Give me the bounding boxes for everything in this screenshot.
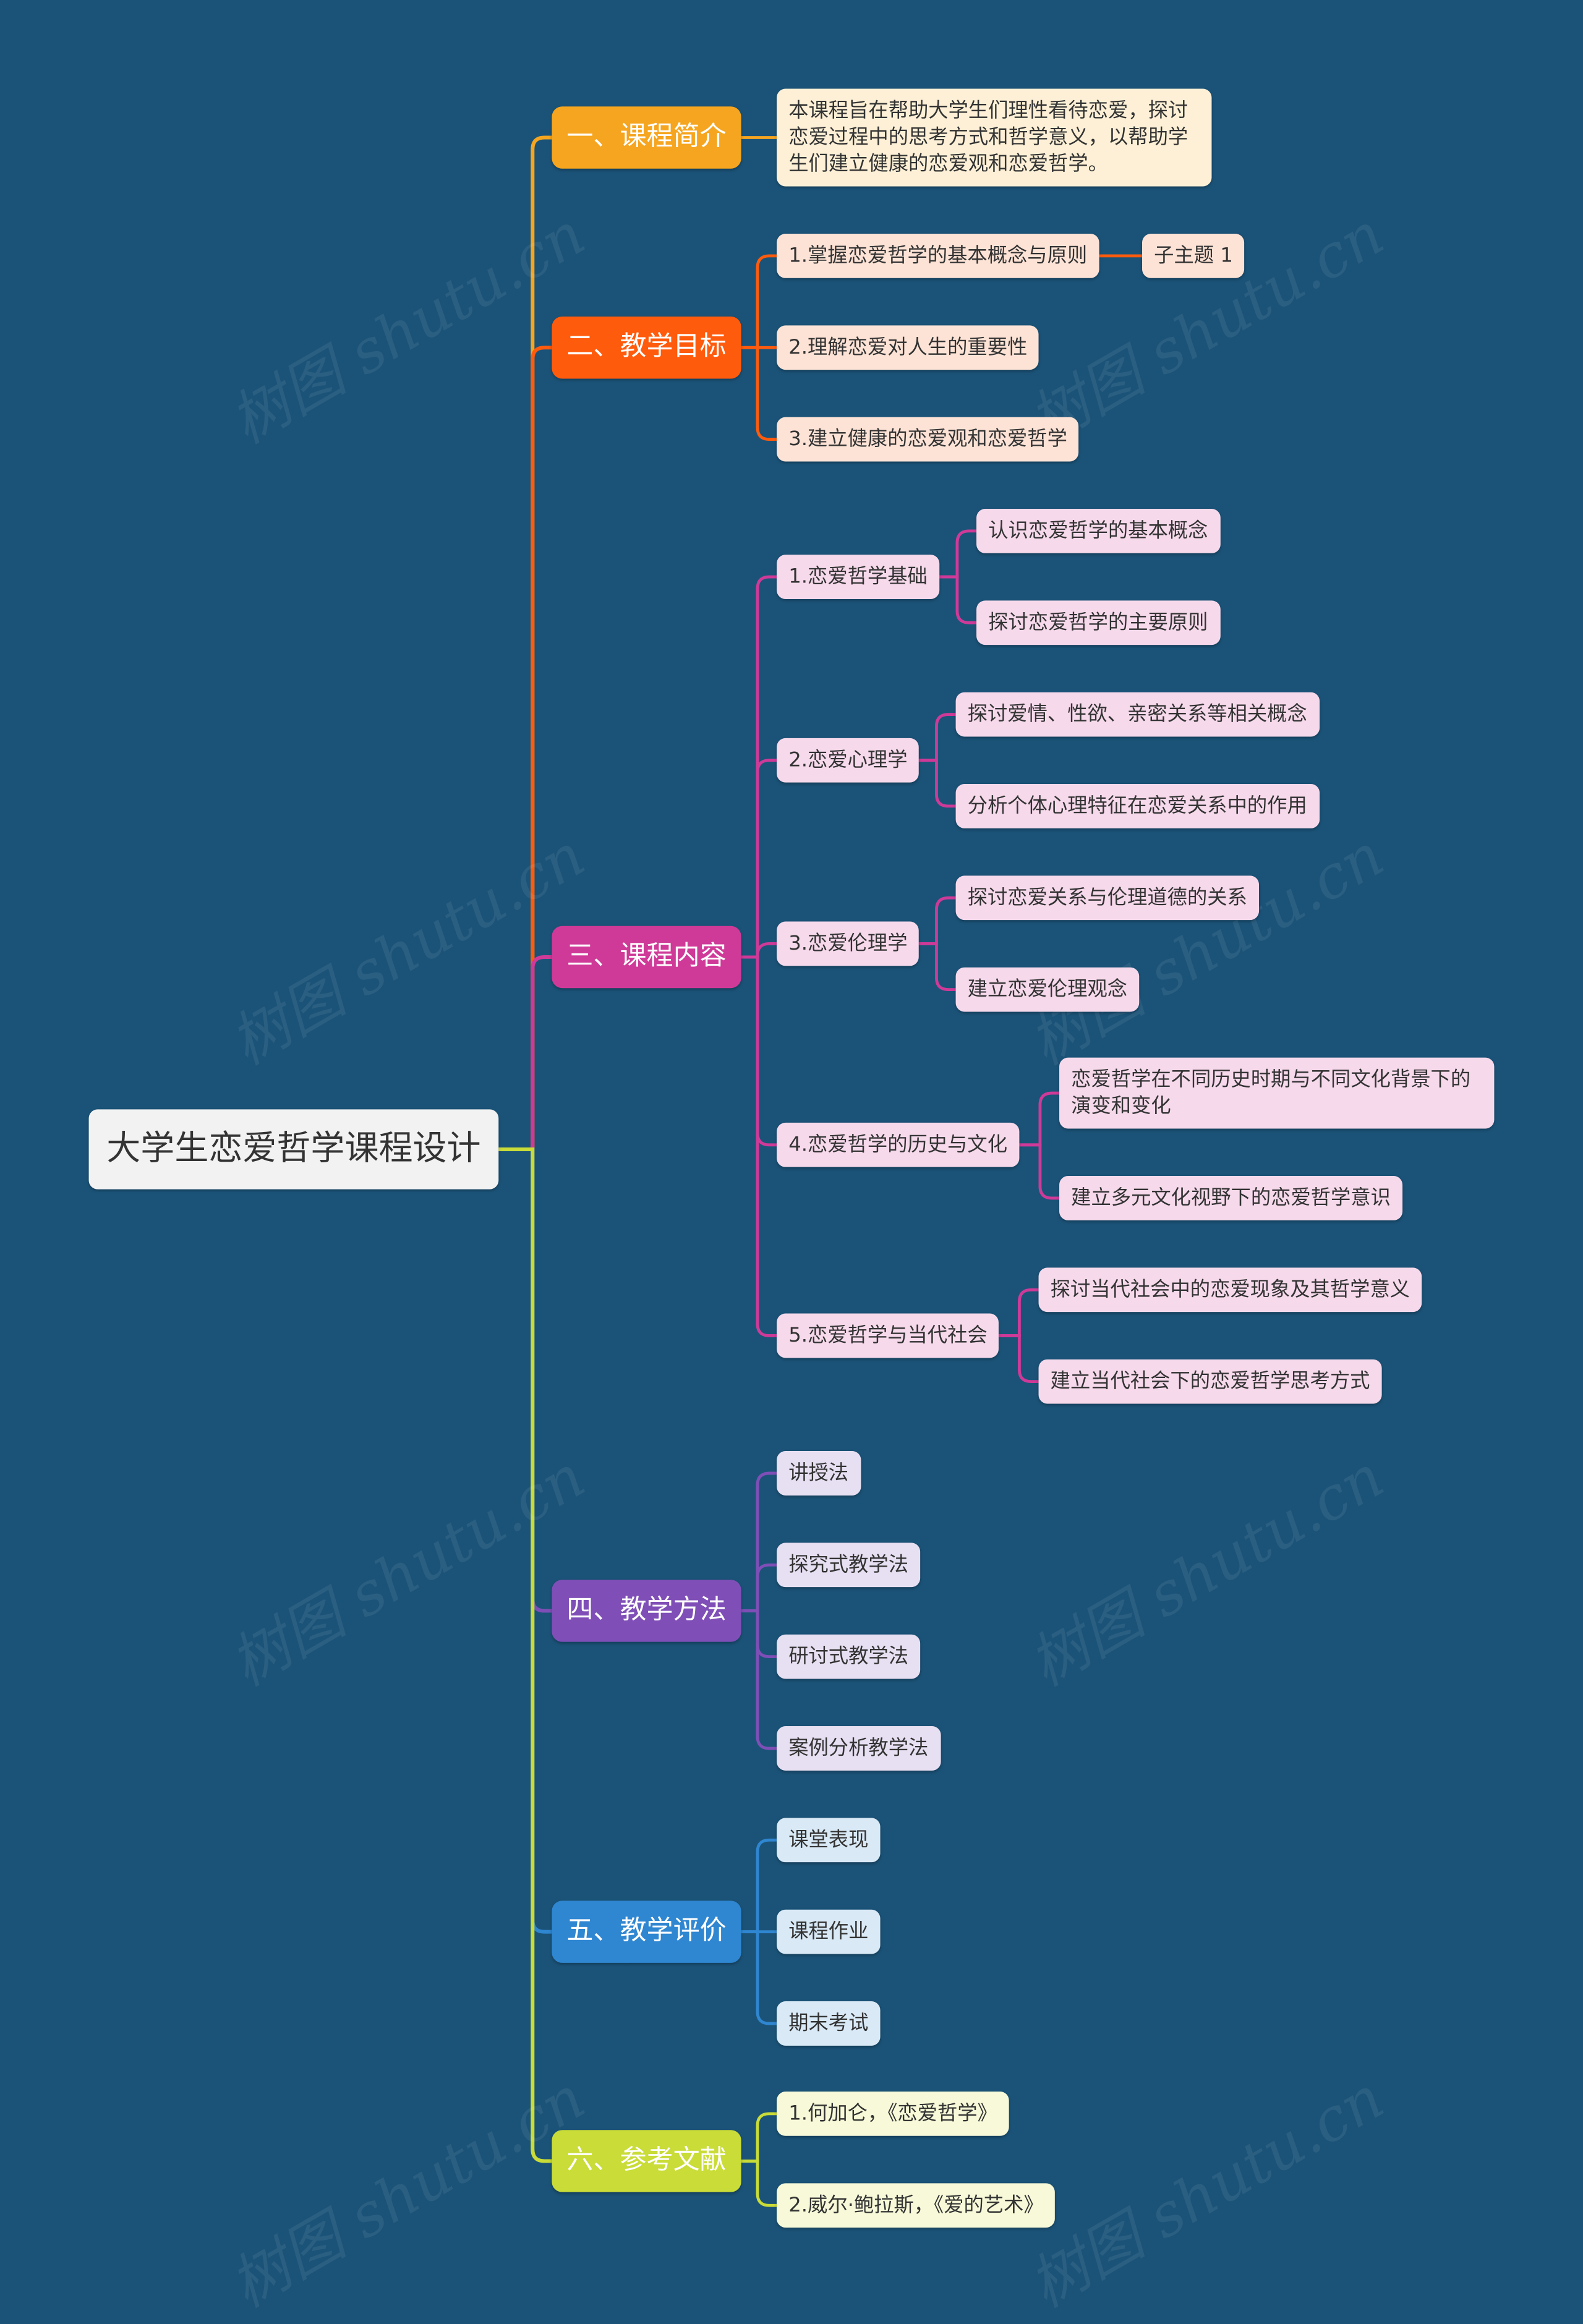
connector-line <box>998 1334 1039 1383</box>
subtopic[interactable]: 探讨恋爱哲学的主要原则 <box>976 600 1220 645</box>
connector-line <box>1019 1091 1060 1147</box>
topic-content[interactable]: 2.恋爱心理学 <box>777 738 920 783</box>
connector-line <box>918 896 956 945</box>
topic-content[interactable]: 4.恋爱哲学的历史与文化 <box>777 1122 1020 1167</box>
topic-evaluation[interactable]: 课堂表现 <box>777 1818 881 1863</box>
connector-line <box>939 575 977 624</box>
connector-line <box>498 955 552 1151</box>
topic-method[interactable]: 探究式教学法 <box>777 1543 921 1588</box>
subtopic[interactable]: 建立恋爱伦理观念 <box>955 967 1140 1012</box>
connector-line <box>741 955 777 1337</box>
branch-course-content[interactable]: 三、课程内容 <box>552 926 741 989</box>
topic-content[interactable]: 5.恋爱哲学与当代社会 <box>777 1313 999 1358</box>
connector-line <box>741 2160 777 2207</box>
subtopic[interactable]: 建立多元文化视野下的恋爱哲学意识 <box>1059 1176 1403 1220</box>
connector-line <box>498 135 552 1151</box>
connector-line <box>741 2112 777 2163</box>
branch-teaching-evaluation[interactable]: 五、教学评价 <box>552 1900 741 1963</box>
branch-teaching-methods[interactable]: 四、教学方法 <box>552 1580 741 1642</box>
connector-line <box>741 1609 777 1750</box>
connector-line <box>741 942 777 959</box>
topic-goal[interactable]: 1.掌握恋爱哲学的基本概念与原则 <box>777 234 1099 278</box>
topic-method[interactable]: 讲授法 <box>777 1451 861 1496</box>
connector-line <box>918 942 956 991</box>
subtopic[interactable]: 认识恋爱哲学的基本概念 <box>976 509 1220 553</box>
connector-line <box>939 529 977 579</box>
branch-references[interactable]: 六、参考文献 <box>552 2130 741 2192</box>
topic-content[interactable]: 3.恋爱伦理学 <box>777 921 920 966</box>
subtopic[interactable]: 子主题 1 <box>1142 234 1245 278</box>
topic-goal[interactable]: 3.建立健康的恋爱观和恋爱哲学 <box>777 417 1080 462</box>
subtopic[interactable]: 恋爱哲学在不同历史时期与不同文化背景下的演变和变化 <box>1059 1057 1495 1129</box>
connector-line <box>918 759 956 808</box>
subtopic[interactable]: 探讨爱情、性欲、亲密关系等相关概念 <box>955 692 1319 737</box>
connector-line <box>498 1147 552 1613</box>
connector-line <box>741 1930 777 2025</box>
topic-evaluation[interactable]: 课程作业 <box>777 1909 881 1954</box>
connector-line <box>741 254 777 349</box>
connector-line <box>1019 1143 1060 1200</box>
topic-goal[interactable]: 2.理解恋爱对人生的重要性 <box>777 325 1039 370</box>
topic-method[interactable]: 研讨式教学法 <box>777 1634 921 1679</box>
subtopic[interactable]: 探讨当代社会中的恋爱现象及其哲学意义 <box>1038 1267 1422 1313</box>
subtopic[interactable]: 探讨恋爱关系与伦理道德的关系 <box>955 875 1260 921</box>
topic-reference[interactable]: 1.何加仑，《恋爱哲学》 <box>777 2091 1010 2136</box>
connector-line <box>998 1288 1039 1337</box>
root-topic[interactable]: 大学生恋爱哲学课程设计 <box>88 1109 499 1190</box>
connector-line <box>498 1147 552 1934</box>
connector-line <box>918 713 956 762</box>
connector-line <box>741 759 777 959</box>
connector-line <box>498 1147 552 2163</box>
connector-line <box>741 1471 777 1612</box>
topic-method[interactable]: 案例分析教学法 <box>777 1726 941 1771</box>
topic-reference[interactable]: 2.威尔·鲍拉斯，《爱的艺术》 <box>777 2183 1056 2228</box>
connector-line <box>741 575 777 959</box>
branch-course-intro[interactable]: 一、课程简介 <box>552 106 741 169</box>
connector-line <box>498 346 552 1151</box>
connector-line <box>741 1838 777 1933</box>
topic-content[interactable]: 1.恋爱哲学基础 <box>777 555 939 599</box>
subtopic[interactable]: 建立当代社会下的恋爱哲学思考方式 <box>1038 1359 1382 1404</box>
connector-line <box>741 1563 777 1612</box>
topic-course-description[interactable]: 本课程旨在帮助大学生们理性看待恋爱，探讨恋爱过程中的思考方式和哲学意义，以帮助学… <box>777 88 1212 187</box>
topic-evaluation[interactable]: 期末考试 <box>777 2001 881 2046</box>
subtopic[interactable]: 分析个体心理特征在恋爱关系中的作用 <box>955 784 1319 828</box>
branch-teaching-goals[interactable]: 二、教学目标 <box>552 316 741 379</box>
connector-line <box>741 346 777 441</box>
